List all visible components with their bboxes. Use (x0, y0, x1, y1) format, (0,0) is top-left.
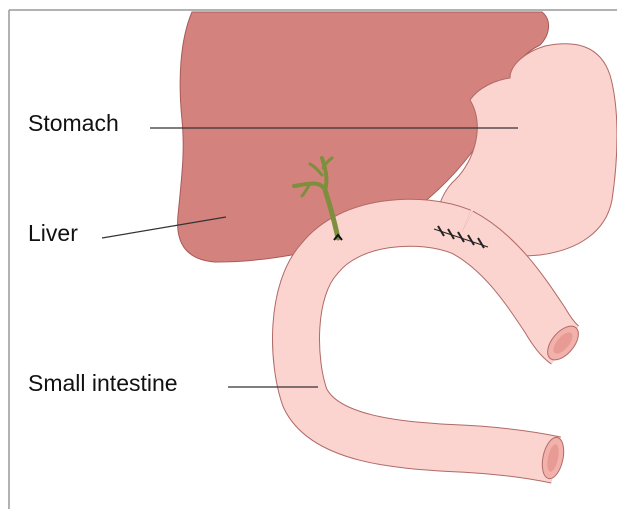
small-intestine-label: Small intestine (28, 372, 178, 395)
liver-label: Liver (28, 222, 78, 245)
small-intestine-shape (296, 223, 565, 460)
stomach-label: Stomach (28, 112, 119, 135)
